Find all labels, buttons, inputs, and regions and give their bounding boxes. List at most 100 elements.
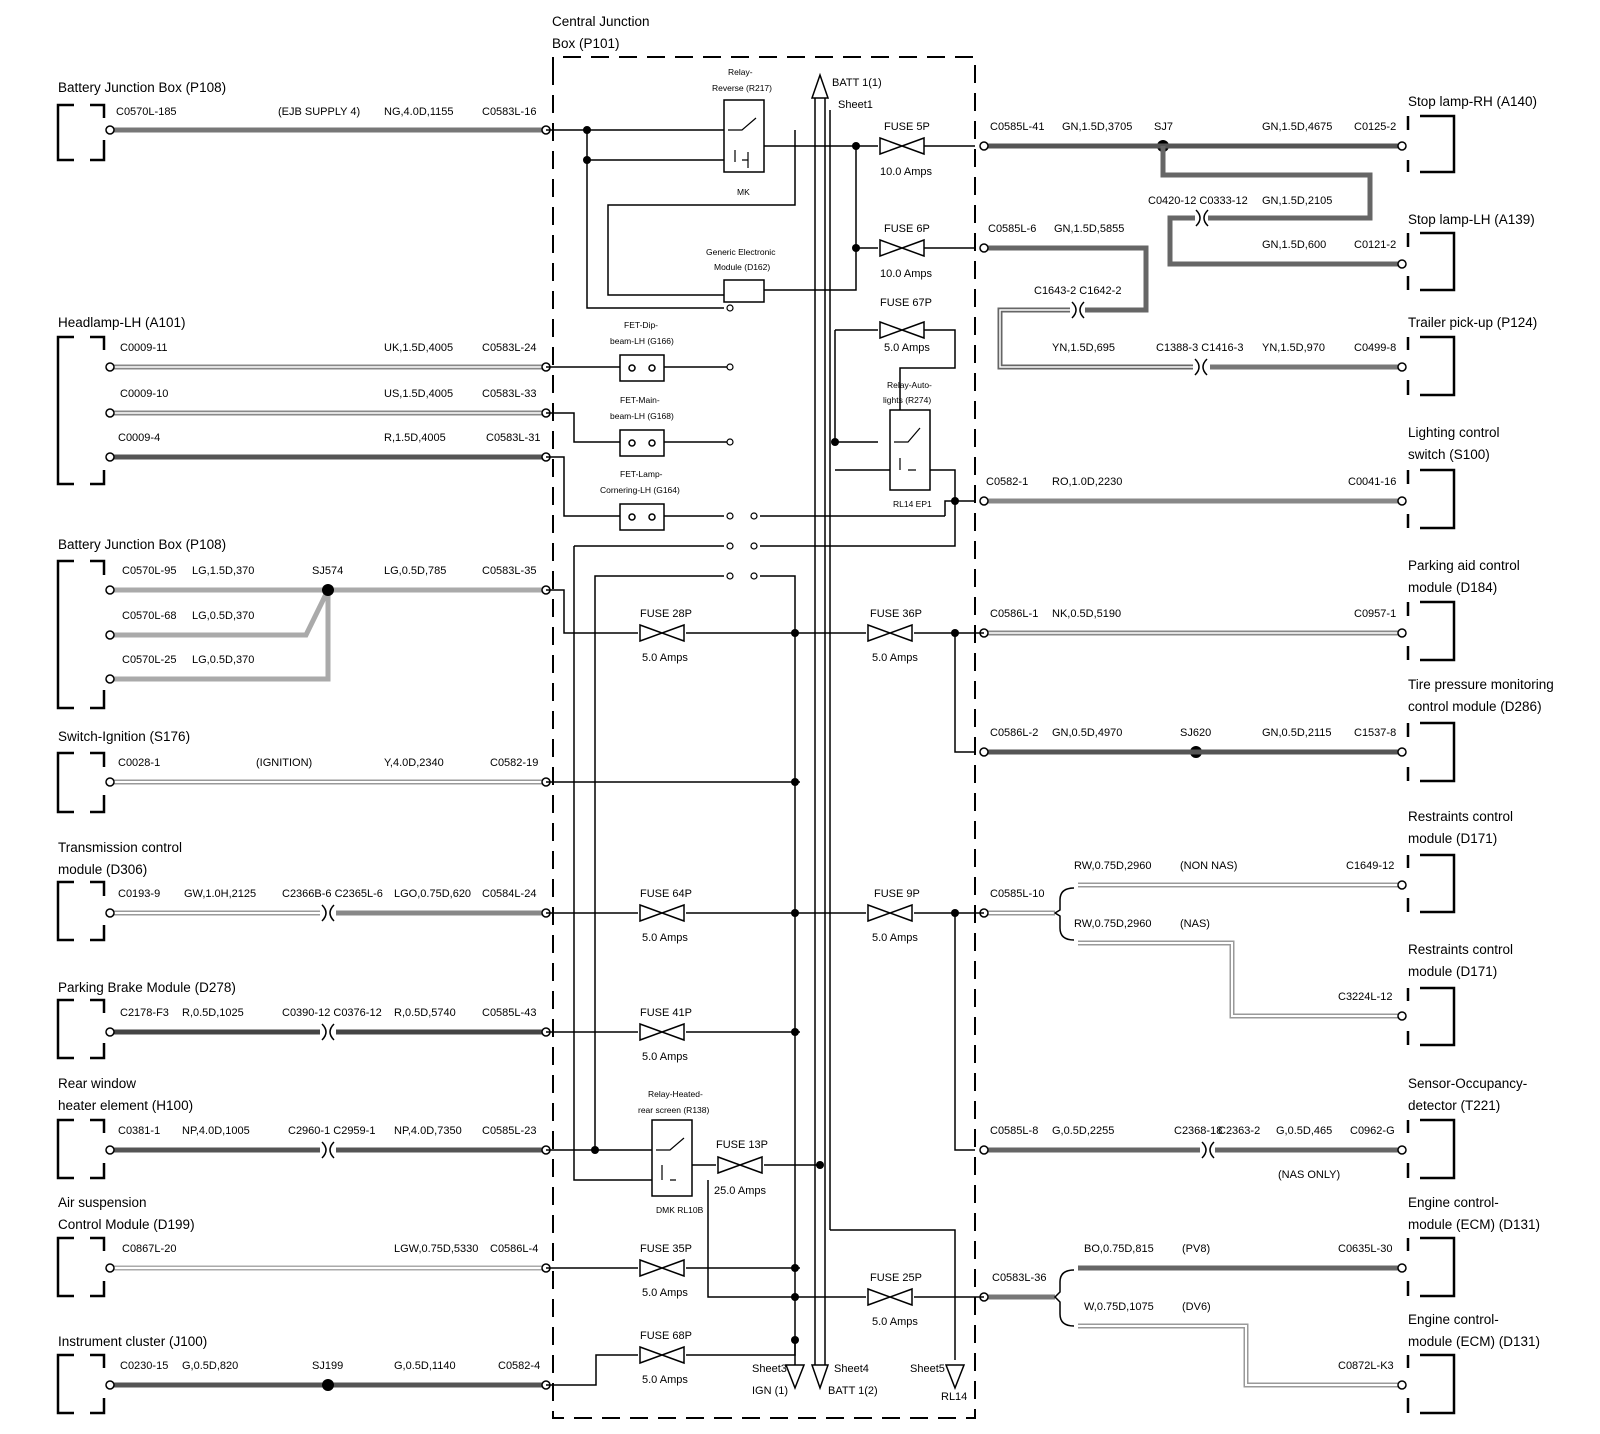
fet-lamp-label-1: FET-Lamp-	[620, 469, 663, 479]
right-7-extra: (NAS)	[1180, 918, 1210, 930]
left-0-junction: C0583L-16	[482, 106, 536, 118]
right-5-title: Tire pressure monitoring	[1408, 677, 1554, 692]
right-10-title: Engine control-	[1408, 1312, 1499, 1327]
right-10-title-2: module (ECM) (D131)	[1408, 1334, 1540, 1349]
left-4-wire: GW,1.0H,2125	[184, 888, 256, 900]
right-3-connector: C0041-16	[1348, 476, 1396, 488]
right-0-connector: C0125-2	[1354, 121, 1396, 133]
left-2-wire: LG,1.5D,370	[192, 565, 254, 577]
left-4-title: Transmission control	[58, 840, 182, 855]
fuse-41p: FUSE 41P	[640, 1007, 692, 1019]
left-wires	[112, 127, 545, 1388]
right-3-junction: C0582-1	[986, 476, 1028, 488]
left-5-connector: C2178-F3	[120, 1007, 169, 1019]
left-2-wire-3: LG,0.5D,370	[192, 654, 254, 666]
splice-joints	[322, 140, 1202, 1391]
right-5-splice: SJ620	[1180, 727, 1211, 739]
right-10-wire: W,0.75D,1075	[1084, 1301, 1154, 1313]
left-7-connector: C0867L-20	[122, 1243, 176, 1255]
left-7-wire: LGW,0.75D,5330	[394, 1243, 478, 1255]
fet-main-label-1: FET-Main-	[620, 395, 660, 405]
fuse-9p-amps: 5.0 Amps	[872, 932, 918, 944]
batt12-label: BATT 1(2)	[828, 1385, 878, 1397]
fuse-6p: FUSE 6P	[884, 223, 930, 235]
left-4-wire-b: LGO,0.75D,620	[394, 888, 471, 900]
fuse-13p-amps: 25.0 Amps	[714, 1185, 766, 1197]
left-3-connector: C0028-1	[118, 757, 160, 769]
right-8-extra: (NAS ONLY)	[1278, 1169, 1340, 1181]
left-7-junction: C0586L-4	[490, 1243, 538, 1255]
right-2-junction: C0585L-6	[988, 223, 1036, 235]
right-8-inline-2: C2363-2	[1218, 1125, 1260, 1137]
right-0-junction: C0585L-41	[990, 121, 1044, 133]
right-2-title: Trailer pick-up (P124)	[1408, 315, 1537, 330]
left-1-connector-2: C0009-10	[120, 388, 168, 400]
relay-reverse-label-3: MK	[737, 187, 750, 197]
right-connectors	[979, 141, 1407, 1390]
module-internals	[656, 117, 921, 1181]
left-3-title: Switch-Ignition (S176)	[58, 729, 190, 744]
fuse-25p-amps: 5.0 Amps	[872, 1316, 918, 1328]
fuse-5p-amps: 10.0 Amps	[880, 166, 932, 178]
right-8-title-2: detector (T221)	[1408, 1098, 1500, 1113]
right-9-connector: C0635L-30	[1338, 1243, 1392, 1255]
right-9-extra: (PV8)	[1182, 1243, 1210, 1255]
right-7-title-2: module (D171)	[1408, 964, 1497, 979]
right-8-connector: C0962-G	[1350, 1125, 1395, 1137]
right-labels: Stop lamp-RH (A140) C0585L-41 GN,1.5D,37…	[986, 94, 1554, 1372]
fuse-64p-amps: 5.0 Amps	[642, 932, 688, 944]
right-0-splice: SJ7	[1154, 121, 1173, 133]
fet-contacts	[628, 364, 656, 521]
right-10-connector: C0872L-K3	[1338, 1360, 1394, 1372]
fuse-28p: FUSE 28P	[640, 608, 692, 620]
fuse-68p: FUSE 68P	[640, 1330, 692, 1342]
left-0-extra: (EJB SUPPLY 4)	[278, 106, 360, 118]
left-7-title-2: Control Module (D199)	[58, 1217, 195, 1232]
left-1-wire: UK,1.5D,4005	[384, 342, 453, 354]
left-5-junction: C0585L-43	[482, 1007, 536, 1019]
left-8-connector: C0230-15	[120, 1360, 168, 1372]
right-6-title: Restraints control	[1408, 809, 1513, 824]
left-6-inline: C2960-1 C2959-1	[288, 1125, 375, 1137]
sheet5-label: Sheet5	[910, 1363, 945, 1375]
right-3-title-2: switch (S100)	[1408, 447, 1490, 462]
left-6-title: Rear window	[58, 1076, 136, 1091]
fet-dip-label-2: beam-LH (G166)	[610, 336, 674, 346]
right-component-boxes	[1406, 114, 1456, 1415]
internal-wiring	[546, 110, 984, 1386]
right-1-title: Stop lamp-LH (A139)	[1408, 212, 1535, 227]
right-2-wire: GN,1.5D,5855	[1054, 223, 1124, 235]
batt-rail	[784, 72, 966, 1391]
inline-connectors	[321, 904, 335, 1159]
left-2-connector-3: C0570L-25	[122, 654, 176, 666]
relay-heated-rear-screen	[651, 1119, 693, 1197]
generic-electronic-module	[723, 279, 765, 303]
right-3-wire: RO,1.0D,2230	[1052, 476, 1122, 488]
batt-top-label: BATT 1(1)	[832, 77, 882, 89]
fuse-5p: FUSE 5P	[884, 121, 930, 133]
left-4-connector: C0193-9	[118, 888, 160, 900]
left-1-wire-2: US,1.5D,4005	[384, 388, 453, 400]
fuse-35p: FUSE 35P	[640, 1243, 692, 1255]
right-2-inline-2: C1388-3 C1416-3	[1156, 342, 1243, 354]
left-6-junction: C0585L-23	[482, 1125, 536, 1137]
right-8-title: Sensor-Occupancy-	[1408, 1076, 1527, 1091]
fet-lamp-cornering	[619, 503, 665, 531]
fuse-28p-amps: 5.0 Amps	[642, 652, 688, 664]
left-labels: Battery Junction Box (P108) C0570L-185 (…	[58, 80, 540, 1372]
left-1-wire-3: R,1.5D,4005	[384, 432, 446, 444]
left-8-splice: SJ199	[312, 1360, 343, 1372]
left-4-title-2: module (D306)	[58, 862, 147, 877]
gem-label-2: Module (D162)	[714, 262, 770, 272]
right-7-connector: C3224L-12	[1338, 991, 1392, 1003]
fuse-36p-amps: 5.0 Amps	[872, 652, 918, 664]
right-9-junction: C0583L-36	[992, 1272, 1046, 1284]
right-5-wire: GN,0.5D,4970	[1052, 727, 1122, 739]
left-2-connector-2: C0570L-68	[122, 610, 176, 622]
left-2-wire-b: LG,0.5D,785	[384, 565, 446, 577]
fet-lamp-label-2: Cornering-LH (G164)	[600, 485, 680, 495]
left-component-boxes	[56, 103, 106, 1415]
right-2-wire-2: YN,1.5D,695	[1052, 342, 1115, 354]
